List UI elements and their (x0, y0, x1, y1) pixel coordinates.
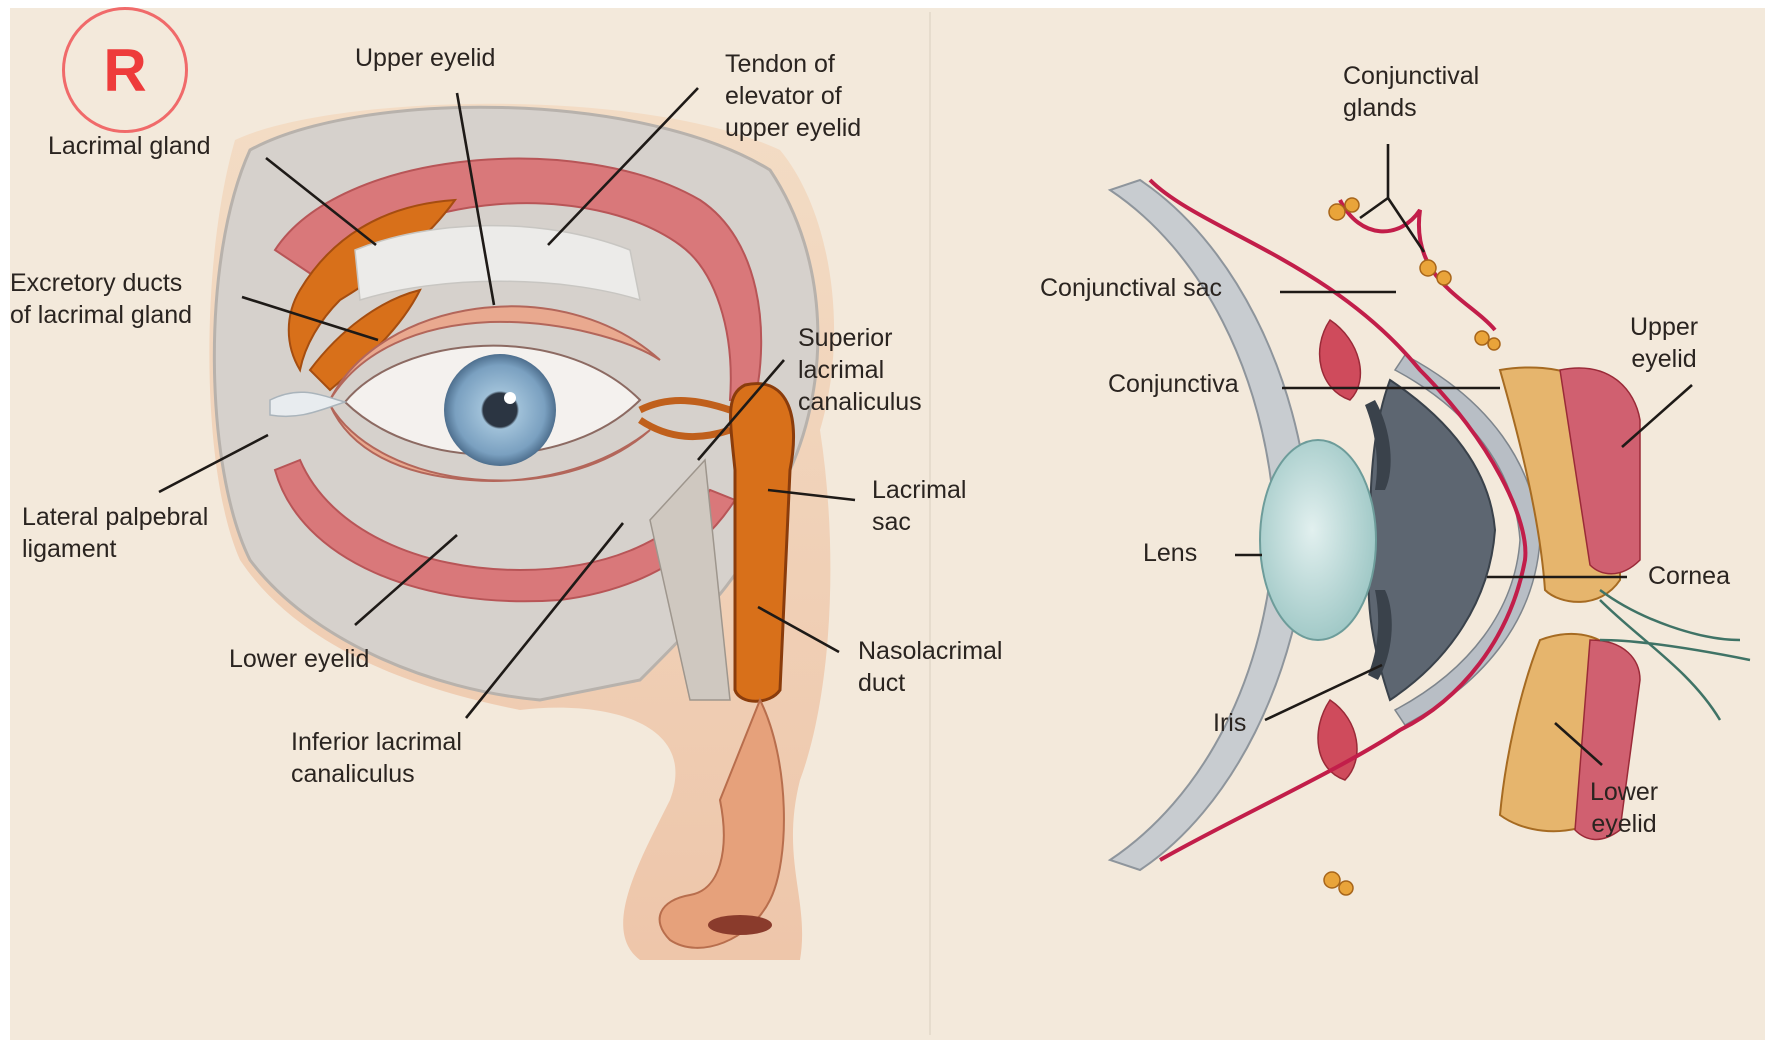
label-lower-eyelid-section: Lower eyelid (1590, 776, 1658, 840)
label-lateral-palpebral-ligament: Lateral palpebral ligament (22, 501, 208, 565)
label-upper-eyelid-front: Upper eyelid (355, 42, 495, 74)
lens-shape (1260, 440, 1376, 640)
front-view-figure (209, 104, 834, 960)
label-superior-canaliculus: Superior lacrimal canaliculus (798, 322, 922, 418)
label-conjunctival-sac: Conjunctival sac (1040, 272, 1222, 304)
label-lower-eyelid-front: Lower eyelid (229, 643, 369, 675)
iris (444, 354, 556, 466)
nostril (708, 915, 772, 935)
label-lacrimal-gland: Lacrimal gland (48, 130, 211, 162)
pupil-highlight (504, 392, 516, 404)
conjunctiva-fold-upper (1340, 200, 1495, 330)
label-lens: Lens (1143, 537, 1197, 569)
label-upper-eyelid-section: Upper eyelid (1630, 311, 1698, 375)
label-excretory-ducts: Excretory ducts of lacrimal gland (10, 267, 192, 331)
label-conjunctival-glands: Conjunctival glands (1343, 60, 1479, 124)
r-badge: R (62, 7, 188, 133)
label-lacrimal-sac: Lacrimal sac (872, 474, 966, 538)
label-inferior-canaliculus: Inferior lacrimal canaliculus (291, 726, 462, 790)
label-nasolacrimal-duct: Nasolacrimal duct (858, 635, 1002, 699)
label-cornea: Cornea (1648, 560, 1730, 592)
label-tendon-of-elevator: Tendon of elevator of upper eyelid (725, 48, 861, 144)
label-iris: Iris (1213, 707, 1246, 739)
label-conjunctiva: Conjunctiva (1108, 368, 1239, 400)
